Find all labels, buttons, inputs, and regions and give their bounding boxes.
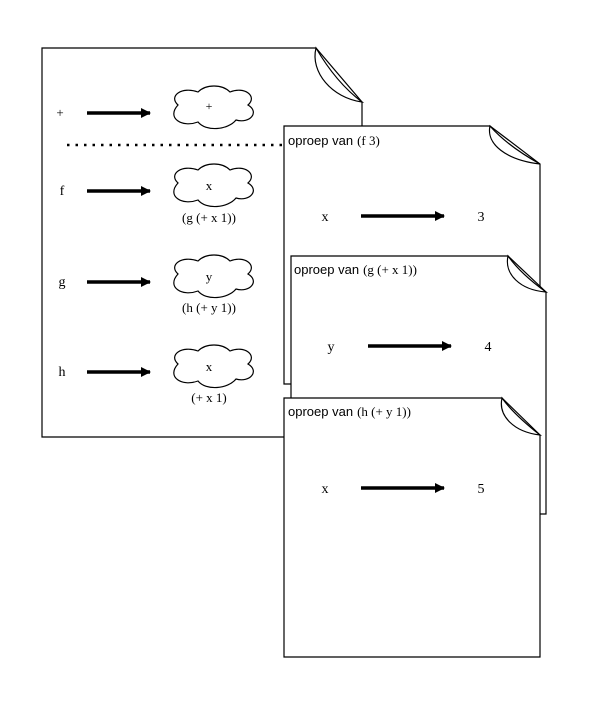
binding-name: f (60, 184, 65, 199)
frame-header: oproep van (h (+ y 1)) (288, 404, 411, 419)
procedure-cloud (173, 344, 254, 389)
procedure-body: (h (+ y 1)) (182, 300, 236, 315)
cloud-params: + (206, 99, 213, 113)
cloud-params: x (206, 178, 213, 193)
frame-value: 5 (478, 482, 485, 497)
binding-name: g (59, 275, 66, 290)
procedure-cloud (173, 254, 254, 299)
frame-title: oproep van (288, 133, 353, 148)
binding-name: + (56, 105, 63, 120)
frame-title: oproep van (288, 404, 353, 419)
procedure-cloud (173, 85, 254, 130)
frame-call: (g (+ x 1)) (363, 262, 417, 277)
frame-header: oproep van (g (+ x 1)) (294, 262, 417, 277)
frame-call: (h (+ y 1)) (357, 404, 411, 419)
frame-variable: y (328, 340, 335, 355)
call-frame-h: oproep van (h (+ y 1)) x 5 (283, 396, 543, 658)
binding-name: h (59, 365, 66, 380)
binding-f: f x (g (+ x 1)) (60, 163, 254, 225)
frame-value: 3 (478, 210, 485, 225)
binding-plus: + + (56, 85, 254, 130)
cloud-params: y (206, 269, 213, 284)
binding-h: h x (+ x 1) (59, 344, 254, 405)
cloud-params: x (206, 359, 213, 374)
binding-g: g y (h (+ y 1)) (59, 254, 254, 315)
frame-variable: x (322, 482, 329, 497)
frame-title: oproep van (294, 262, 359, 277)
frame-value: 4 (485, 340, 492, 355)
frame-call: (f 3) (357, 133, 380, 148)
procedure-body: (g (+ x 1)) (182, 210, 236, 225)
procedure-body: (+ x 1) (191, 390, 227, 405)
frame-header: oproep van (f 3) (288, 133, 380, 148)
procedure-cloud (173, 163, 254, 208)
frame-variable: x (322, 210, 329, 225)
